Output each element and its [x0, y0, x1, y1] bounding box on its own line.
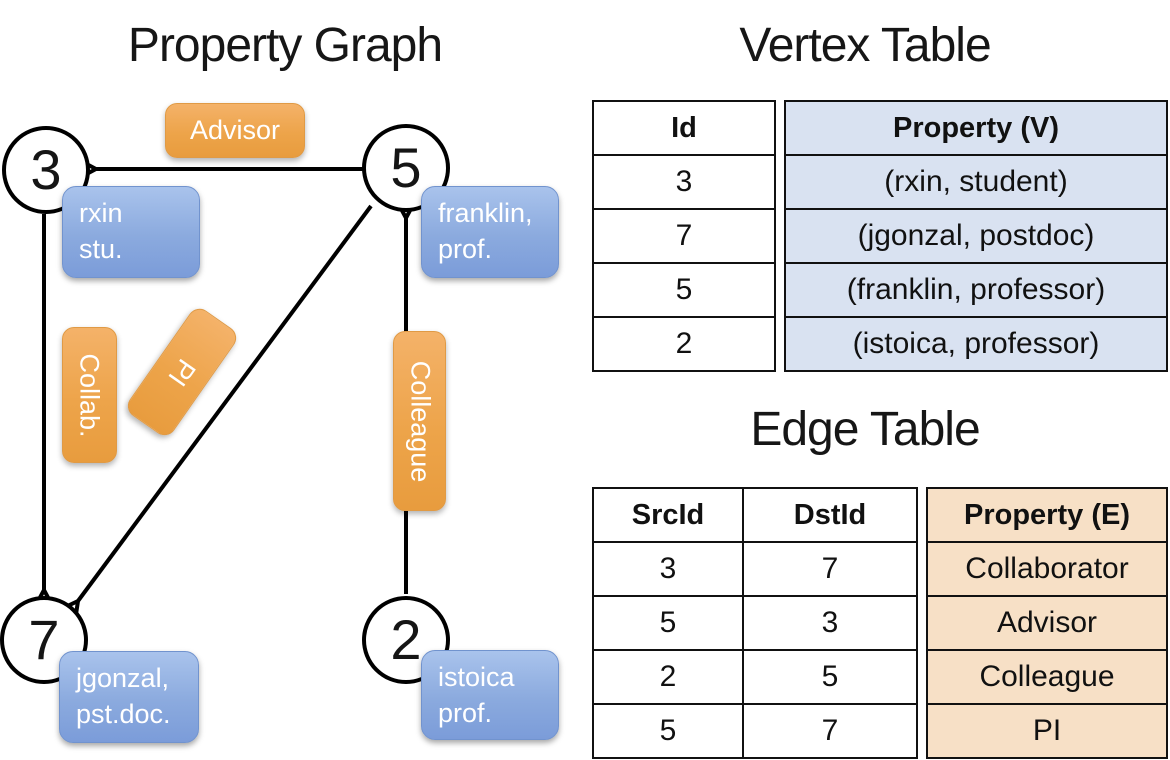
- edge-table-property-cell: PI: [928, 703, 1166, 757]
- edge-table-dst-header: DstId: [793, 498, 867, 531]
- edge-label-collab: Collab.: [62, 327, 117, 463]
- edge-table-property-cell: Colleague: [928, 649, 1166, 703]
- edge-table-row: 5 7: [594, 703, 916, 757]
- edge-table-row: 5 3: [594, 595, 916, 649]
- vertex-table-property-cell: (jgonzal, postdoc): [786, 208, 1166, 262]
- edge-table-src-cell: 3: [594, 543, 744, 595]
- vertex-id-5: 5: [390, 136, 422, 199]
- edge-table-row: 3 7: [594, 541, 916, 595]
- vertex-table-id-cell: 3: [594, 154, 774, 208]
- vertex-table-property-column: Property (V) (rxin, student) (jgonzal, p…: [784, 100, 1168, 372]
- edge-table-row: 2 5: [594, 649, 916, 703]
- vertex-property-line: stu.: [79, 234, 123, 265]
- edge-label-text: PI: [162, 353, 203, 392]
- edge-label-text: Advisor: [189, 115, 281, 145]
- vertex-property-line: pst.doc.: [76, 699, 171, 730]
- edge-table-property-cell: Advisor: [928, 595, 1166, 649]
- vertex-id-3: 3: [30, 138, 62, 201]
- edge-table-title: Edge Table: [750, 403, 980, 456]
- vertex-property-box-2: istoica prof.: [421, 650, 559, 740]
- edge-label-text: Collab.: [75, 352, 106, 438]
- edge-table-property-header: Property (E): [964, 498, 1130, 531]
- edge-label-text: Colleague: [405, 360, 435, 482]
- edge-table-src-cell: 5: [594, 705, 744, 757]
- vertex-property-box-3: rxin stu.: [62, 186, 200, 278]
- edge-label-colleague: Colleague: [393, 331, 446, 511]
- vertex-property-line: prof.: [438, 698, 493, 729]
- edge-table-dst-cell: 7: [821, 714, 839, 747]
- edge-table-dst-cell: 7: [821, 552, 839, 585]
- vertex-table-property-cell: (franklin, professor): [786, 262, 1166, 316]
- vertex-circle-2: 2: [362, 596, 450, 684]
- edge-table-src-cell: 2: [594, 651, 744, 703]
- edge-table-header-row: SrcId DstId: [594, 489, 916, 541]
- vertex-property-line: prof.: [438, 234, 493, 265]
- vertex-table-id-cell: 7: [594, 208, 774, 262]
- edge-table-property-cell: Collaborator: [928, 541, 1166, 595]
- vertex-table-id-header: Id: [671, 111, 697, 144]
- edge-table-dst-cell: 3: [821, 606, 839, 639]
- vertex-table-property-header: Property (V): [893, 111, 1059, 144]
- edge-table-dst-cell: 5: [821, 660, 839, 693]
- vertex-table-property-cell: (rxin, student): [786, 154, 1166, 208]
- vertex-id-7: 7: [28, 608, 60, 671]
- vertex-property-line: jgonzal,: [76, 663, 170, 693]
- property-graph-title: Property Graph: [127, 19, 443, 72]
- vertex-table-id-cell: 2: [594, 316, 774, 370]
- vertex-table-property-cell: (istoica, professor): [786, 316, 1166, 370]
- edge-label-advisor: Advisor: [165, 103, 305, 158]
- vertex-table-id-column: Id 3 7 5 2: [592, 100, 776, 372]
- vertex-table-id-cell: 5: [594, 262, 774, 316]
- edge-table-id-columns: SrcId DstId 3 7 5 3 2 5 5 7: [592, 487, 918, 759]
- vertex-table-title: Vertex Table: [739, 19, 991, 72]
- vertex-id-2: 2: [390, 608, 422, 671]
- edge-5-to-7: [78, 204, 373, 601]
- edge-table-src-cell: 5: [594, 597, 744, 649]
- edge-table-property-column: Property (E) Collaborator Advisor Collea…: [926, 487, 1168, 759]
- vertex-property-box-5: franklin, prof.: [421, 186, 559, 278]
- vertex-property-line: istoica: [438, 662, 515, 692]
- vertex-property-line: rxin: [79, 198, 123, 228]
- vertex-property-line: franklin,: [438, 198, 533, 228]
- edge-table-src-header: SrcId: [594, 489, 744, 541]
- vertex-property-box-7: jgonzal, pst.doc.: [59, 651, 199, 743]
